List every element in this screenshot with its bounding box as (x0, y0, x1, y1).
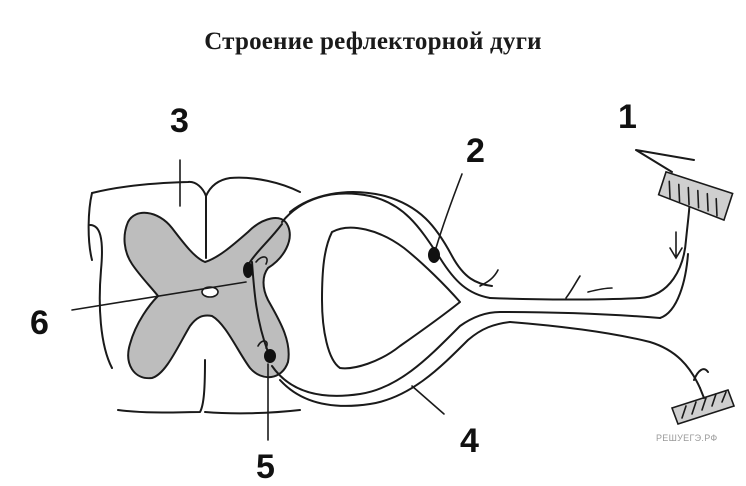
ventral-root-outer (271, 311, 501, 397)
leader-line-6 (71, 281, 247, 311)
leader-line-2 (435, 173, 463, 249)
dorsal-root-outer (281, 192, 491, 299)
dorsal-root-inner (289, 190, 493, 287)
effector-muscle (670, 368, 736, 425)
sensory-fiber-to-skin (659, 253, 689, 319)
spinal-cord-outline (89, 176, 301, 415)
nerve-branch-twig-3 (587, 287, 613, 293)
label-1: 1 (618, 98, 637, 136)
label-4: 4 (460, 422, 479, 460)
interneuron-body (243, 262, 253, 278)
label-2: 2 (466, 132, 485, 170)
label-5: 5 (256, 448, 275, 486)
sensory-neuron-body (428, 247, 440, 263)
leader-line-4 (411, 385, 445, 415)
label-6: 6 (30, 304, 49, 342)
impulse-direction-arrow (669, 231, 683, 260)
spinal-cord-left-edge (87, 192, 93, 261)
nerve-trunk-upper (489, 195, 691, 301)
receptor (635, 149, 734, 222)
ventral-root-inner (279, 321, 511, 407)
motor-neuron-body (264, 349, 276, 363)
figure-title: Строение рефлекторной дуги (204, 28, 542, 55)
synapse-lower (257, 340, 268, 349)
nerve-branch-twig-1 (479, 269, 499, 287)
watermark: РЕШУЕГЭ.РФ (656, 433, 718, 443)
synapse-upper (255, 256, 268, 265)
nerve-loop (321, 226, 461, 370)
nerve-trunk-middle (499, 311, 661, 319)
nerve-branch-twig-2 (565, 275, 581, 299)
label-3: 3 (170, 102, 189, 140)
nerve-trunk-lower (509, 321, 701, 389)
